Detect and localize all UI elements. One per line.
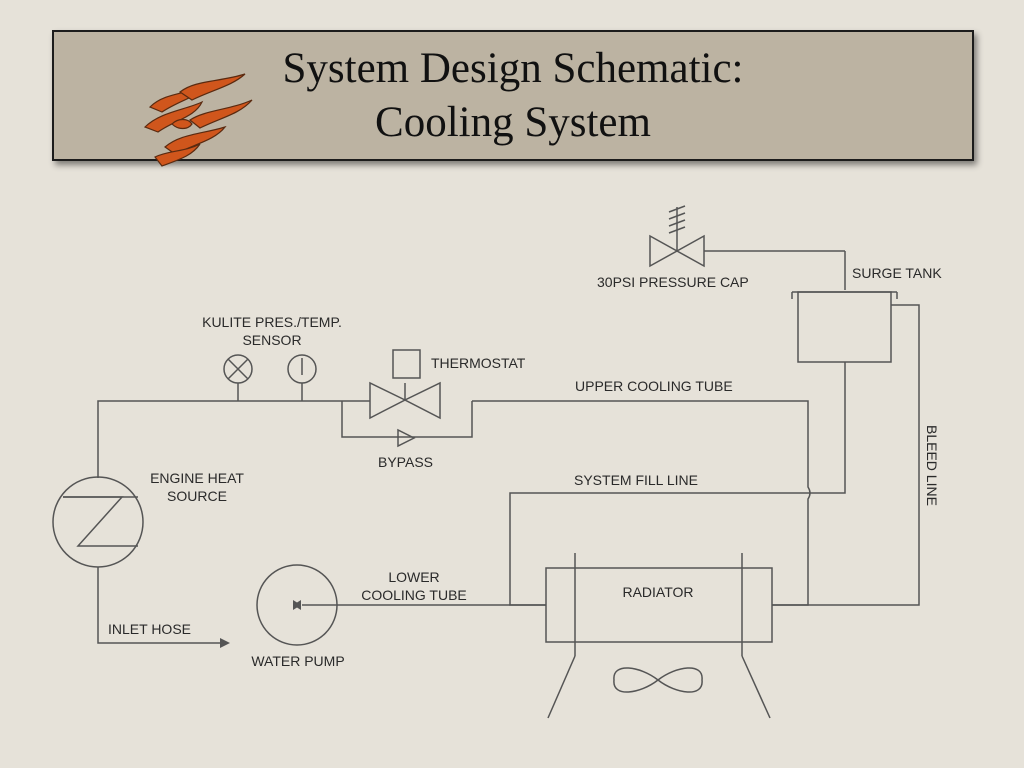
bleed-line [772, 304, 920, 606]
pressure-cap-valve [649, 205, 846, 290]
sensor-label-line1: KULITE PRES./TEMP. [202, 314, 342, 330]
thermostat-valve [369, 349, 441, 420]
surge-tank [791, 291, 898, 363]
bypass-loop [341, 401, 473, 438]
inlet-arrow-icon [220, 638, 230, 648]
inlet-hose [97, 567, 222, 644]
inlet-hose-label: INLET HOSE [108, 621, 191, 637]
engine-label-line1: ENGINE HEAT [150, 470, 244, 486]
upper-cooling-tube [472, 400, 811, 606]
bypass-check-valve [397, 428, 416, 448]
pressure-cap-label: 30PSI PRESSURE CAP [597, 274, 749, 290]
bleed-line-label: BLEED LINE [924, 425, 940, 506]
slide-title: System Design Schematic: Cooling System [204, 42, 822, 150]
fill-line-label: SYSTEM FILL LINE [574, 472, 698, 488]
lower-tube-label-line2: COOLING TUBE [361, 587, 467, 603]
bypass-label: BYPASS [378, 454, 433, 470]
fan-icon [613, 667, 703, 693]
engine-label-line2: SOURCE [167, 488, 227, 504]
radiator [545, 553, 773, 719]
kulite-sensor-icons [223, 354, 317, 401]
thermostat-label: THERMOSTAT [431, 355, 526, 371]
title-line-2: Cooling System [375, 99, 651, 146]
title-line-1: System Design Schematic: [282, 45, 744, 92]
main-line [97, 400, 370, 478]
sensor-label-line2: SENSOR [242, 332, 301, 348]
lower-tube-label-line1: LOWER [388, 569, 439, 585]
radiator-label: RADIATOR [622, 584, 693, 600]
surge-tank-label: SURGE TANK [852, 265, 942, 281]
engine-heat-source [52, 476, 144, 568]
upper-tube-label: UPPER COOLING TUBE [575, 378, 733, 394]
water-pump-label: WATER PUMP [251, 653, 344, 669]
flame-logo-icon [143, 73, 253, 167]
title-box: System Design Schematic: Cooling System [52, 30, 974, 167]
lower-arrow-icon [293, 600, 301, 610]
